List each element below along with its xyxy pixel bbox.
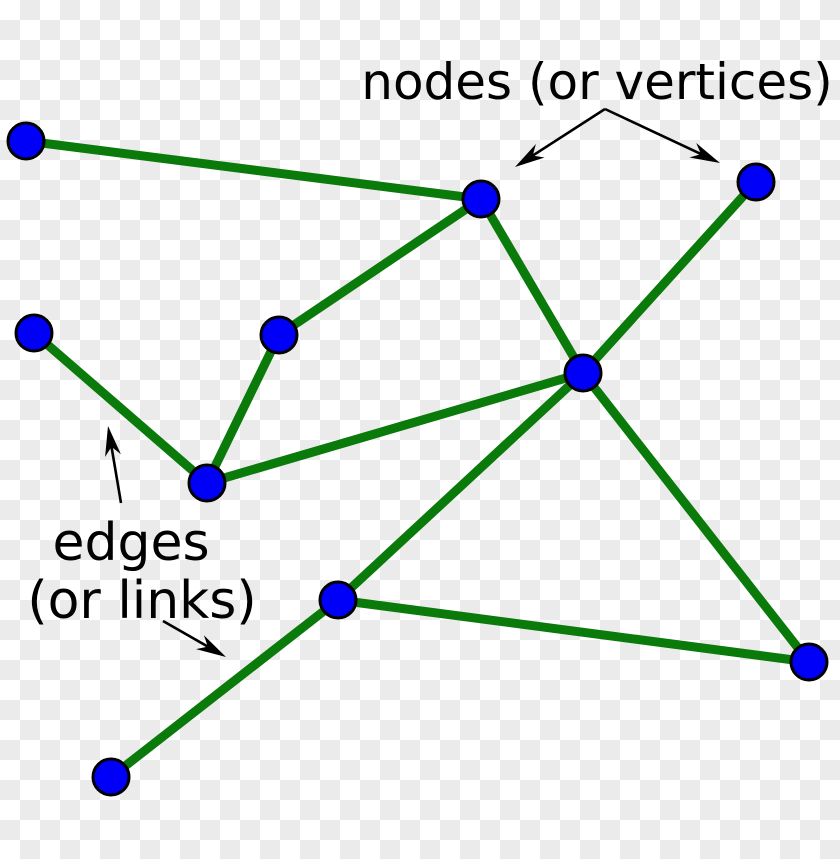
- edges-arrow-up-head: [105, 426, 121, 457]
- nodes-arrow-right-head: [689, 143, 720, 163]
- graph-node-n3: [14, 313, 54, 353]
- graph-edge-n4-n6: [202, 330, 284, 488]
- graph-node-n9: [91, 757, 131, 797]
- edges-arrow-down-shaft: [162, 619, 213, 650]
- nodes-layer: [6, 121, 829, 797]
- graph-node-n8: [789, 642, 829, 682]
- nodes-arrow-left-shaft: [528, 107, 606, 160]
- graph-node-n4: [259, 315, 299, 355]
- edges-arrow-up-shaft: [109, 442, 123, 504]
- edges-layer: [21, 136, 814, 782]
- graph-edge-n1-n5: [476, 194, 588, 378]
- nodes-arrow-left: [515, 107, 606, 167]
- nodes-arrow-right: [604, 107, 720, 163]
- graph-edge-n3-n6: [29, 328, 212, 488]
- arrows-layer: [105, 107, 720, 657]
- graph-node-n7: [318, 580, 358, 620]
- graph-node-n0: [6, 121, 46, 161]
- nodes-label: nodes (or vertices): [361, 53, 832, 111]
- graph-node-n2: [736, 162, 776, 202]
- graph-edge-n5-n7: [333, 368, 588, 605]
- graph-node-n6: [187, 463, 227, 503]
- graph-edge-n0-n1: [21, 136, 486, 204]
- edges-label-line2: (or links): [27, 571, 256, 631]
- graph-node-n5: [563, 353, 603, 393]
- nodes-arrow-left-head: [515, 144, 545, 167]
- edges-arrow-down: [162, 619, 226, 657]
- edges-arrow-up: [105, 426, 123, 504]
- graph-edge-n7-n8: [333, 595, 814, 667]
- graph-edge-n1-n4: [274, 194, 486, 340]
- nodes-arrow-right-shaft: [604, 107, 706, 158]
- graph-edge-n7-n9: [106, 595, 343, 782]
- graph-edge-n5-n8: [578, 368, 814, 667]
- graph-edge-n6-n5: [202, 368, 588, 488]
- graph-node-n1: [461, 179, 501, 219]
- graph-edge-n2-n5: [578, 177, 761, 378]
- edges-arrow-down-head: [196, 635, 226, 657]
- edges-label-line1: edges: [52, 513, 209, 573]
